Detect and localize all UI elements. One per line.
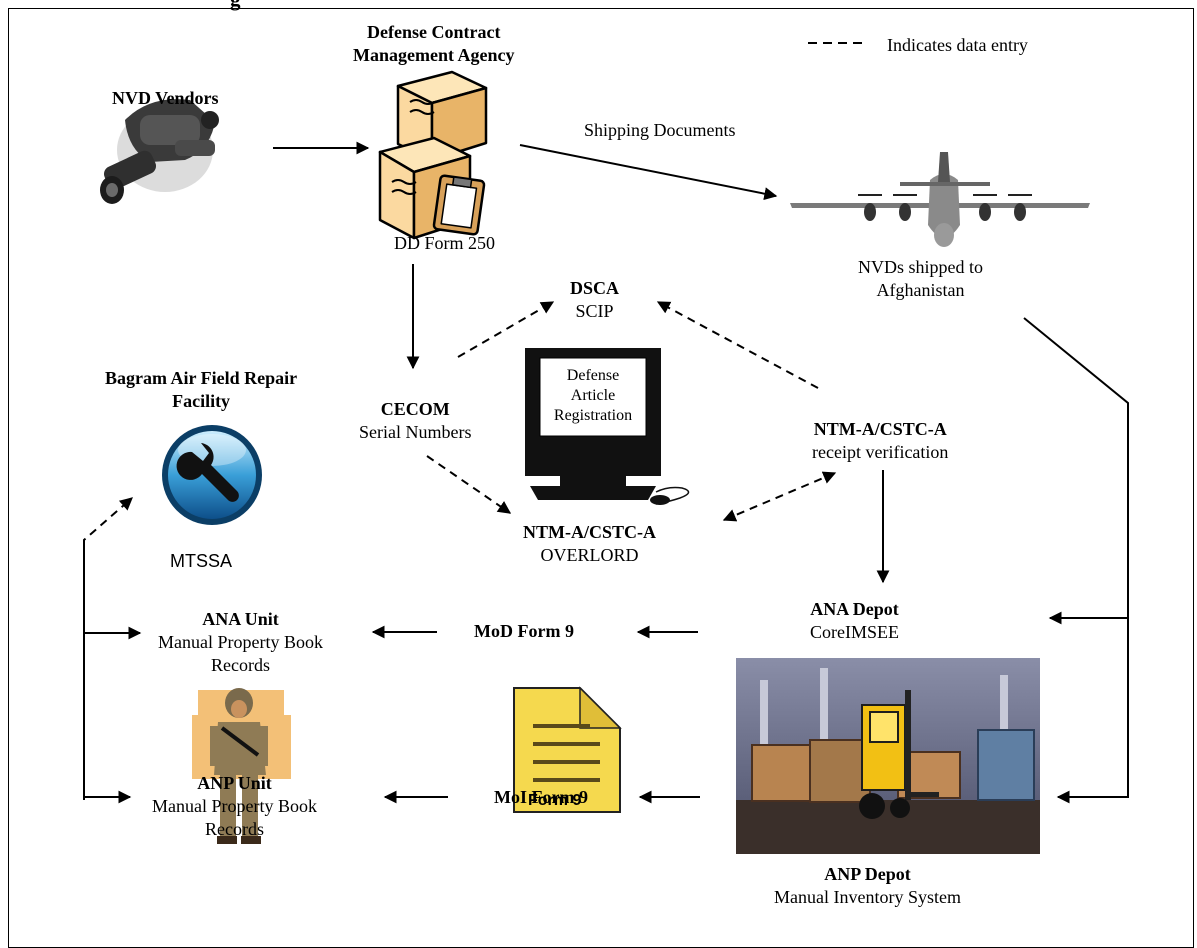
mtssa-label: MTSSA [170, 551, 233, 571]
anp-unit-sub2: Records [205, 819, 264, 839]
dcma-title-line1: Defense Contract [367, 22, 501, 42]
nvds-shipped-line1: NVDs shipped to [858, 257, 983, 277]
dsca-sub: SCIP [575, 301, 614, 321]
dash-overlord-receipt [722, 471, 837, 522]
overlord-label: NTM-A/CSTC-A OVERLORD [523, 521, 656, 567]
cecom-title: CECOM [380, 399, 450, 419]
dsca-label: DSCA SCIP [570, 277, 619, 323]
cecom-sub: Serial Numbers [359, 422, 472, 442]
anp-unit-sub1: Manual Property Book [152, 796, 317, 816]
bagram-title-line2: Facility [172, 391, 231, 411]
dcma-title-line2: Management Agency [353, 45, 515, 65]
computer-screen-text: Defense Article Registration [540, 366, 646, 426]
moi-form-9-title: MoI Form 9 [494, 787, 588, 807]
anp-unit-title: ANP Unit [197, 773, 272, 793]
computer-monitor-icon [525, 348, 690, 505]
ana-depot-label: ANA Depot CoreIMSEE [810, 598, 899, 644]
mod-form-9-label: MoD Form 9 [474, 620, 574, 643]
overlord-sub: OVERLORD [540, 545, 639, 565]
shipping-documents-label: Shipping Documents [584, 120, 736, 140]
bagram-label: Bagram Air Field Repair Facility [105, 367, 297, 413]
nvds-shipped-line2: Afghanistan [876, 280, 965, 300]
dash-cecom-to-dsca [457, 301, 555, 358]
page-title-fragment: g [230, 0, 241, 12]
anp-depot-sub: Manual Inventory System [774, 887, 961, 907]
receipt-verification-label: NTM-A/CSTC-A receipt verification [812, 418, 948, 464]
dd-form-250-label: DD Form 250 [394, 233, 496, 253]
receipt-title: NTM-A/CSTC-A [813, 419, 947, 439]
anp-unit-label: ANP Unit Manual Property Book Records [152, 772, 317, 841]
computer-line2: Article [570, 387, 616, 404]
forklift-warehouse-icon [736, 658, 1040, 854]
ana-unit-sub2: Records [211, 655, 270, 675]
ana-unit-label: ANA Unit Manual Property Book Records [158, 608, 323, 677]
ana-depot-title: ANA Depot [810, 599, 899, 619]
arrow-dcma-to-plane [519, 144, 778, 201]
shipping-boxes-icon [378, 70, 488, 240]
computer-line3: Registration [553, 407, 633, 424]
wrench-icon [162, 425, 262, 525]
cargo-plane-icon [790, 152, 1090, 247]
computer-line1: Defense [566, 367, 620, 384]
dcma-title: Defense Contract Management Agency [353, 21, 514, 67]
anp-depot-title: ANP Depot [824, 864, 911, 884]
nvds-shipped-label: NVDs shipped to Afghanistan [858, 256, 983, 302]
legend-text: Indicates data entry [887, 35, 1028, 55]
soldier-icon [192, 688, 291, 844]
ana-unit-sub1: Manual Property Book [158, 632, 323, 652]
document-icon [513, 686, 622, 813]
mod-form-9-title: MoD Form 9 [474, 621, 574, 641]
night-vision-goggles-icon [100, 99, 219, 204]
receipt-sub: receipt verification [812, 442, 949, 462]
dsca-title: DSCA [570, 278, 620, 298]
cecom-label: CECOM Serial Numbers [359, 398, 471, 444]
nvd-vendors-title: NVD Vendors [112, 88, 219, 108]
moi-form-9-label: MoI Form 9 [494, 786, 588, 809]
anp-depot-label: ANP Depot Manual Inventory System [774, 863, 961, 909]
ana-unit-title: ANA Unit [202, 609, 279, 629]
form9-icon-label: Form 9 [528, 792, 582, 809]
nvd-vendors-label: NVD Vendors [112, 87, 219, 110]
dash-receipt-to-dsca [656, 301, 819, 389]
overlord-title: NTM-A/CSTC-A [523, 522, 656, 542]
bagram-title-line1: Bagram Air Field Repair [105, 368, 298, 388]
right-routing-line [1023, 317, 1129, 798]
dash-cecom-to-overlord [426, 455, 512, 514]
ana-depot-sub: CoreIMSEE [810, 622, 899, 642]
